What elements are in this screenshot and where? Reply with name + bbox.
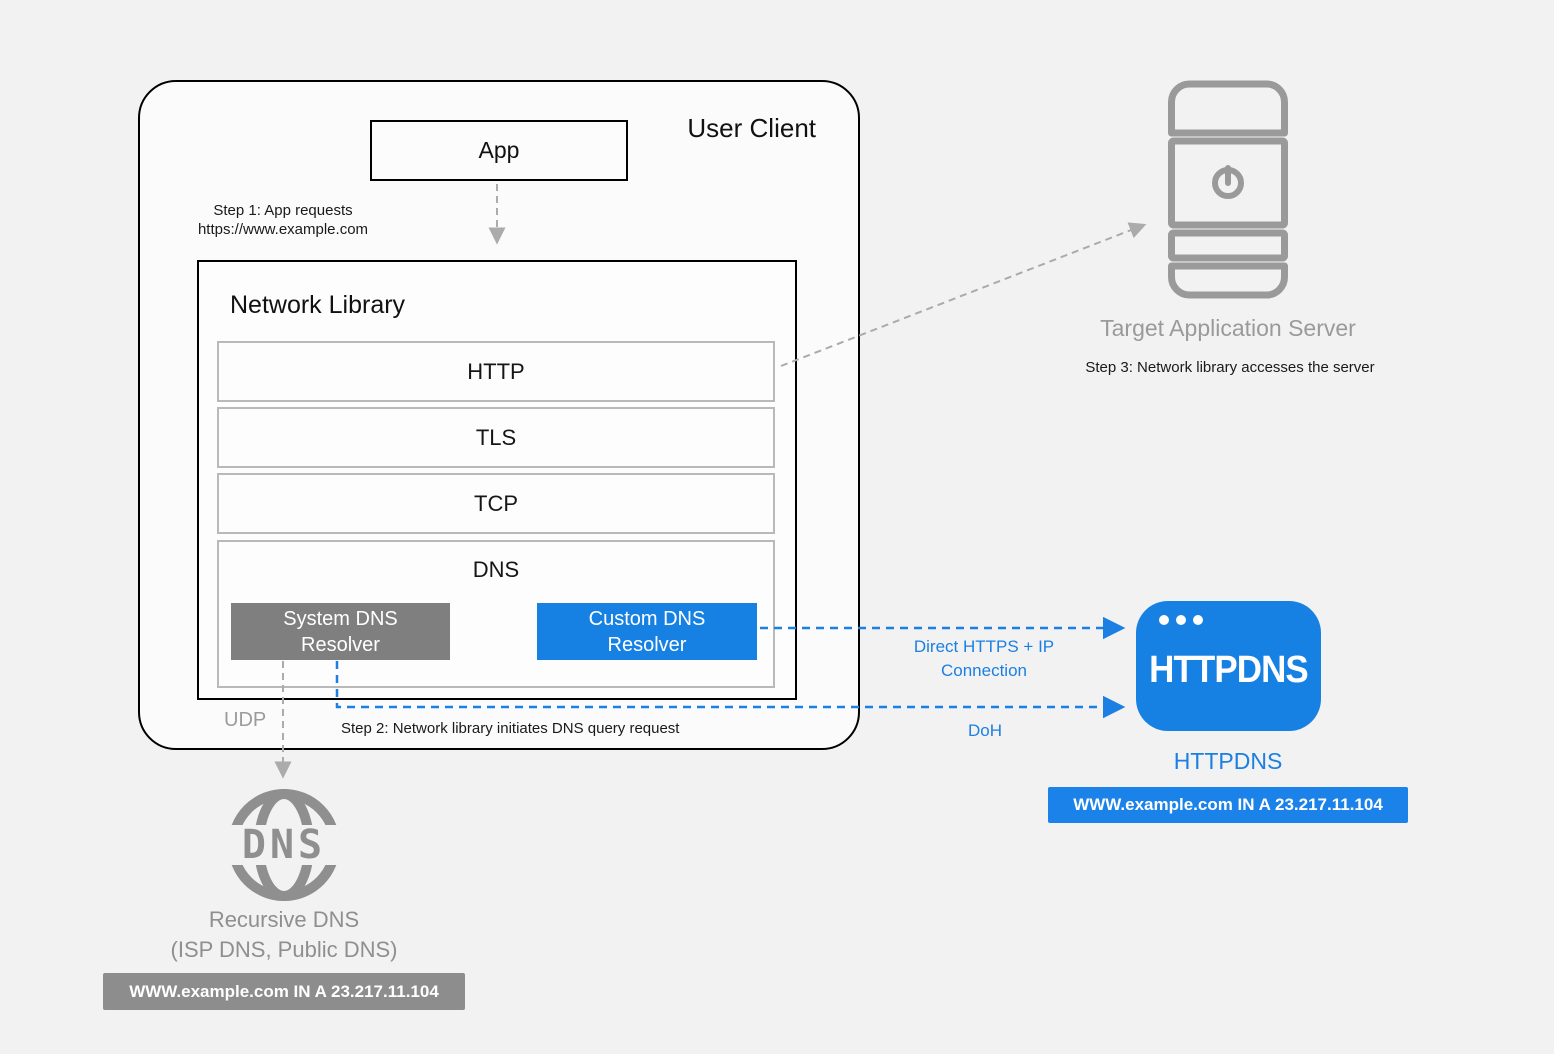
- layer-dns: DNS System DNS Resolver Custom DNS Resol…: [217, 540, 775, 688]
- user-client-title: User Client: [687, 113, 816, 143]
- step3-note: Step 3: Network library accesses the ser…: [1085, 359, 1375, 376]
- app-label: App: [478, 137, 520, 163]
- doh-label: DoH: [967, 721, 1002, 740]
- recursive-dns-label: Recursive DNS (ISP DNS, Public DNS): [103, 905, 465, 965]
- layer-tls: TLS: [217, 407, 775, 468]
- direct-https-label: Direct HTTPS + IP Connection: [884, 635, 1084, 683]
- httpdns-icon: HTTPDNS: [1136, 601, 1321, 731]
- layer-tcp: TCP: [217, 473, 775, 534]
- user-client-box: User Client App Step 1: App requests htt…: [138, 80, 860, 750]
- app-box: App: [370, 120, 628, 181]
- step1-line2: https://www.example.com: [197, 221, 369, 238]
- step1-line1: Step 1: App requests: [213, 202, 353, 219]
- recursive-dns-line2: (ISP DNS, Public DNS): [170, 937, 398, 962]
- target-server-label: Target Application Server: [1100, 315, 1356, 341]
- httpdns-dns-record-badge: WWW.example.com IN A 23.217.11.104: [1048, 787, 1408, 823]
- step1-note: Step 1: App requests https://www.example…: [178, 201, 388, 239]
- layer-dns-label: DNS: [472, 557, 520, 582]
- layer-tcp-label: TCP: [474, 490, 518, 516]
- network-library-box: Network Library HTTP TLS TCP DNS System …: [197, 260, 797, 700]
- layer-http-label: HTTP: [467, 358, 525, 384]
- dns-globe-icon: DNS: [227, 789, 341, 901]
- browser-dots-icon: [1159, 615, 1203, 625]
- system-dns-resolver: System DNS Resolver: [231, 603, 450, 660]
- httpdns-label: HTTPDNS: [1173, 748, 1283, 774]
- recursive-dns-record-badge: WWW.example.com IN A 23.217.11.104: [103, 973, 465, 1010]
- dns-globe-text: DNS: [242, 822, 326, 868]
- custom-dns-resolver: Custom DNS Resolver: [537, 603, 757, 660]
- httpdns-logo-text: HTTPDNS: [1149, 649, 1309, 691]
- direct-https-line2: Connection: [940, 661, 1027, 680]
- udp-label: UDP: [224, 709, 267, 731]
- target-server-icon: [1168, 80, 1288, 299]
- network-library-title: Network Library: [230, 291, 406, 319]
- step2-note: Step 2: Network library initiates DNS qu…: [341, 720, 680, 737]
- direct-https-line1: Direct HTTPS + IP: [913, 637, 1055, 656]
- layer-tls-label: TLS: [475, 424, 517, 450]
- layer-http: HTTP: [217, 341, 775, 402]
- recursive-dns-line1: Recursive DNS: [208, 907, 360, 932]
